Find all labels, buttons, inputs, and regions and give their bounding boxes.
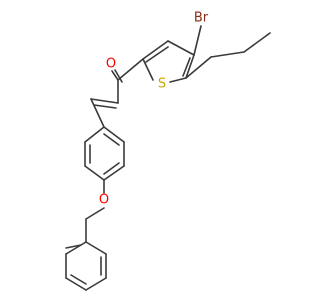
atom-labels: Br O S O <box>99 11 209 208</box>
bond <box>182 57 191 77</box>
bond <box>185 54 195 79</box>
bond <box>70 274 87 285</box>
bond <box>65 241 87 255</box>
bond <box>210 51 245 58</box>
bond <box>169 77 187 83</box>
bond-layer <box>65 25 271 291</box>
bond <box>145 46 169 63</box>
bond <box>243 32 271 53</box>
bond <box>85 207 105 220</box>
bond <box>65 277 87 291</box>
ether-oxygen-label: O <box>99 193 109 208</box>
bond <box>103 162 120 175</box>
bond <box>114 69 123 83</box>
bond <box>84 165 105 181</box>
bond <box>65 244 82 249</box>
bond <box>85 241 107 255</box>
bond <box>167 40 195 56</box>
bond <box>103 133 120 146</box>
bond <box>93 104 117 109</box>
bond <box>103 165 125 181</box>
bond <box>142 58 154 81</box>
bond <box>90 98 105 128</box>
bond <box>103 126 125 143</box>
bond <box>117 58 144 81</box>
bond <box>185 56 212 79</box>
bond <box>84 126 105 143</box>
bond <box>193 25 202 56</box>
bromine-atom-label: Br <box>194 11 209 26</box>
bond <box>142 40 169 60</box>
sulfur-atom-label: S <box>158 77 166 92</box>
carbonyl-oxygen-label: O <box>106 57 116 72</box>
bond <box>85 277 107 291</box>
bond <box>90 98 119 104</box>
bond <box>111 70 119 81</box>
structure-canvas: Br O S O <box>65 11 271 291</box>
molecule-drawing: Br O S O <box>65 11 271 291</box>
